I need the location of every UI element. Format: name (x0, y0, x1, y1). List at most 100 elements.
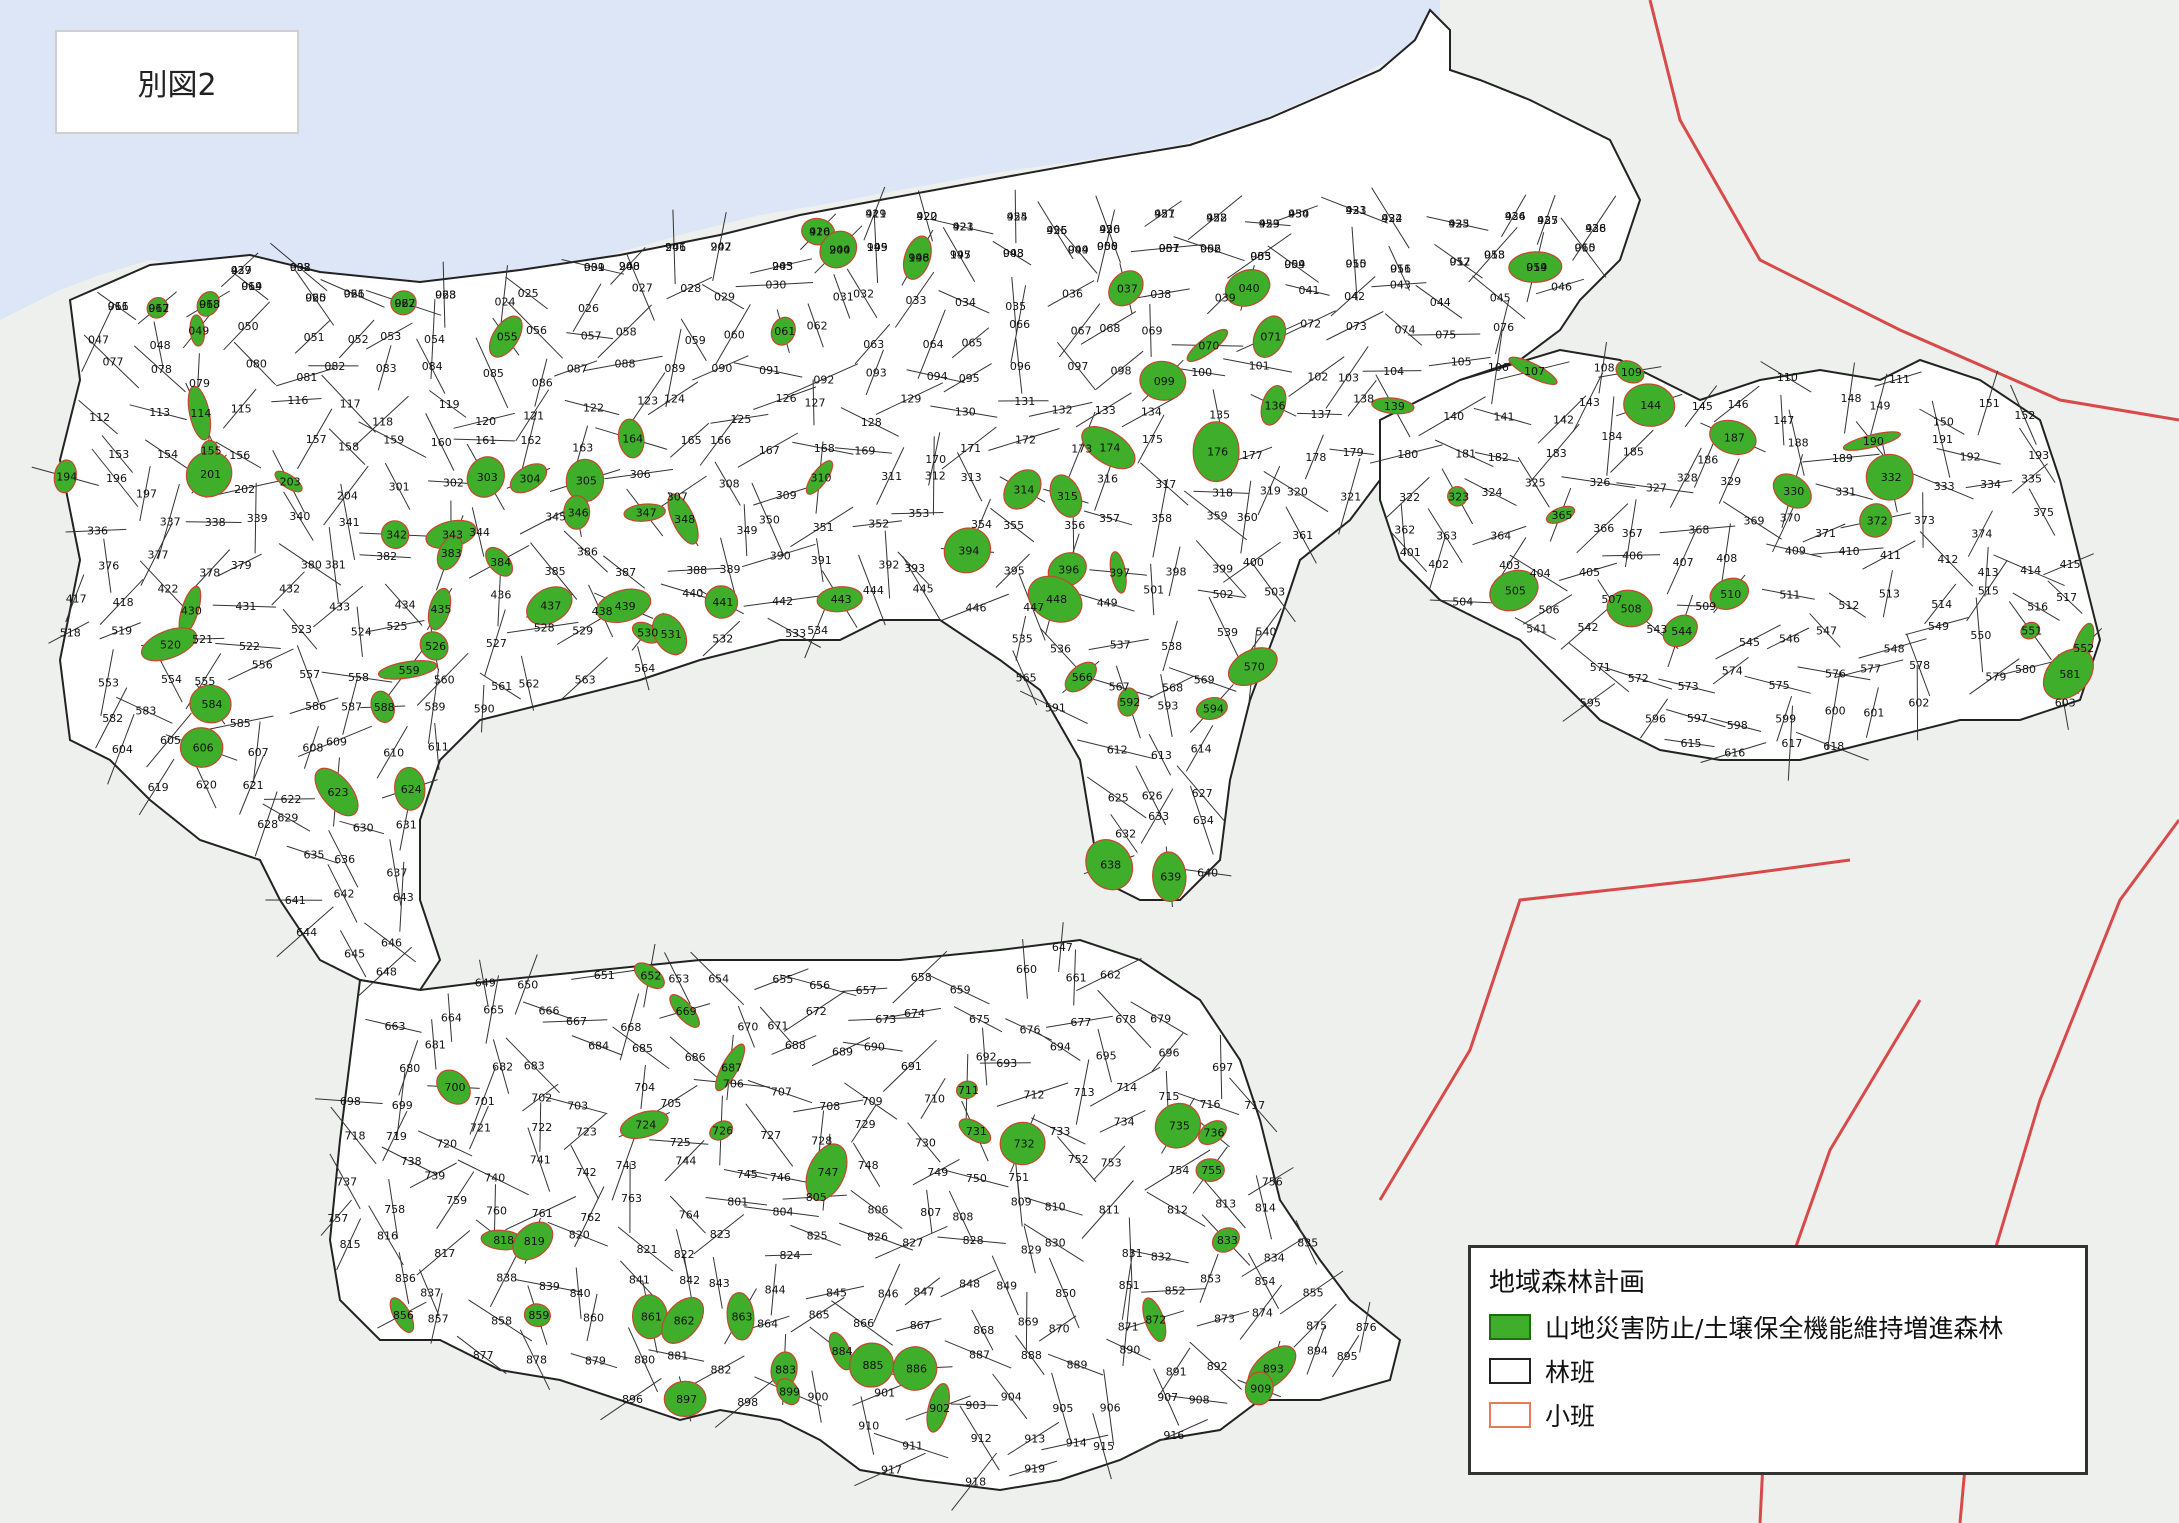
compartment-number: 757 (327, 1212, 348, 1225)
compartment-boundary (1862, 540, 1916, 570)
compartment-number: 751 (1008, 1171, 1029, 1184)
compartment-boundary (1744, 675, 1811, 694)
compartment-number: 567 (1109, 680, 1130, 693)
compartment-boundary (733, 362, 803, 378)
green-forest-patch (1195, 696, 1228, 721)
compartment-number: 914 (1066, 1436, 1087, 1449)
compartment-number: 829 (1021, 1243, 1042, 1256)
compartment-boundary (572, 283, 602, 332)
green-forest-patch (1489, 569, 1539, 612)
compartment-number: 822 (674, 1248, 695, 1261)
green-forest-patch (1108, 270, 1144, 307)
compartment-boundary (714, 304, 751, 366)
compartment-boundary (1141, 1288, 1206, 1293)
compartment-boundary (416, 1230, 471, 1276)
compartment-number: 910 (858, 1420, 879, 1433)
compartment-number: 416 (809, 226, 830, 239)
compartment-number: 172 (1015, 434, 1036, 447)
compartment-boundary (951, 327, 990, 359)
compartment-number: 866 (853, 1317, 874, 1330)
compartment-boundary (359, 554, 411, 559)
compartment-number: 329 (1720, 475, 1741, 488)
compartment-boundary (1162, 620, 1178, 672)
compartment-boundary (617, 1226, 674, 1272)
compartment-number: 901 (874, 1387, 895, 1400)
compartment-boundary (556, 615, 606, 645)
compartment-number: 378 (199, 567, 220, 580)
compartment-number: 376 (98, 560, 119, 573)
compartment-boundary (754, 968, 809, 991)
compartment-number: 864 (757, 1318, 778, 1331)
compartment-boundary (1193, 490, 1249, 494)
compartment-boundary (1148, 675, 1195, 700)
compartment-number: 166 (710, 434, 731, 447)
compartment-number: 637 (386, 867, 407, 880)
compartment-number: 158 (338, 441, 359, 454)
compartment-number: 323 (1448, 490, 1469, 503)
compartment-number: 752 (1068, 1153, 1089, 1166)
compartment-number: 429 (231, 264, 252, 277)
compartment-boundary (83, 334, 140, 389)
green-forest-patch (633, 962, 665, 990)
forest-regions (58, 8, 2102, 1492)
compartment-number: 906 (1100, 1401, 1121, 1414)
compartment-boundary (805, 1285, 865, 1300)
map-title: 別図2 (55, 30, 299, 134)
compartment-boundary (97, 291, 137, 321)
compartment-boundary (1083, 510, 1133, 526)
compartment-boundary (203, 715, 274, 731)
compartment-boundary (1257, 465, 1281, 516)
compartment-number: 362 (1394, 523, 1415, 536)
compartment-boundary (917, 190, 933, 242)
compartment-number: 035 (1005, 300, 1026, 313)
compartment-number: 586 (305, 700, 326, 713)
compartment-boundary (748, 1170, 810, 1184)
compartment-number: 441 (712, 596, 733, 609)
compartment-boundary (521, 410, 538, 470)
green-forest-patch (619, 1110, 669, 1140)
compartment-boundary (530, 542, 578, 600)
compartment-boundary (1362, 370, 1422, 372)
compartment-boundary (1168, 546, 1181, 597)
compartment-boundary (398, 1252, 410, 1304)
compartment-number: 445 (913, 582, 934, 595)
compartment-number: 565 (1016, 672, 1037, 685)
compartment-number: 356 (1064, 519, 1085, 532)
compartment-boundary (321, 374, 376, 433)
compartment-boundary (1429, 537, 1446, 590)
compartment-number: 629 (277, 812, 298, 825)
compartment-number: 053 (380, 330, 401, 343)
compartment-number: 552 (2073, 642, 2094, 655)
compartment-number: 824 (780, 1249, 801, 1262)
compartment-boundary (2011, 463, 2049, 494)
compartment-number: 002 (290, 261, 311, 274)
compartment-number: 151 (1979, 397, 2000, 410)
compartment-number: 384 (490, 556, 511, 569)
compartment-number: 581 (2059, 668, 2080, 681)
compartment-boundary (434, 722, 440, 771)
compartment-boundary (1136, 1419, 1208, 1452)
compartment-number: 673 (875, 1013, 896, 1026)
compartment-number: 902 (929, 1402, 950, 1415)
green-forest-patch (1709, 419, 1757, 456)
compartment-boundary (336, 1218, 362, 1271)
compartment-number: 546 (1779, 632, 1800, 645)
compartment-number: 123 (637, 394, 658, 407)
green-forest-patch (1117, 687, 1140, 717)
compartment-boundary (876, 447, 905, 505)
compartment-number: 361 (1292, 529, 1313, 542)
compartment-number: 602 (1908, 697, 1929, 710)
compartment-boundary (358, 421, 427, 458)
compartment-number: 704 (634, 1081, 655, 1094)
compartment-number: 676 (1020, 1023, 1041, 1036)
compartment-number: 570 (1244, 661, 1265, 674)
compartment-number: 837 (420, 1287, 441, 1300)
compartment-number: 854 (1255, 1275, 1276, 1288)
compartment-number: 755 (1201, 1164, 1222, 1177)
compartment-boundary (1434, 439, 1494, 468)
compartment-number: 964 (241, 280, 262, 293)
compartment-number: 947 (950, 249, 971, 262)
compartment-number: 561 (491, 680, 512, 693)
compartment-boundary (365, 322, 413, 350)
